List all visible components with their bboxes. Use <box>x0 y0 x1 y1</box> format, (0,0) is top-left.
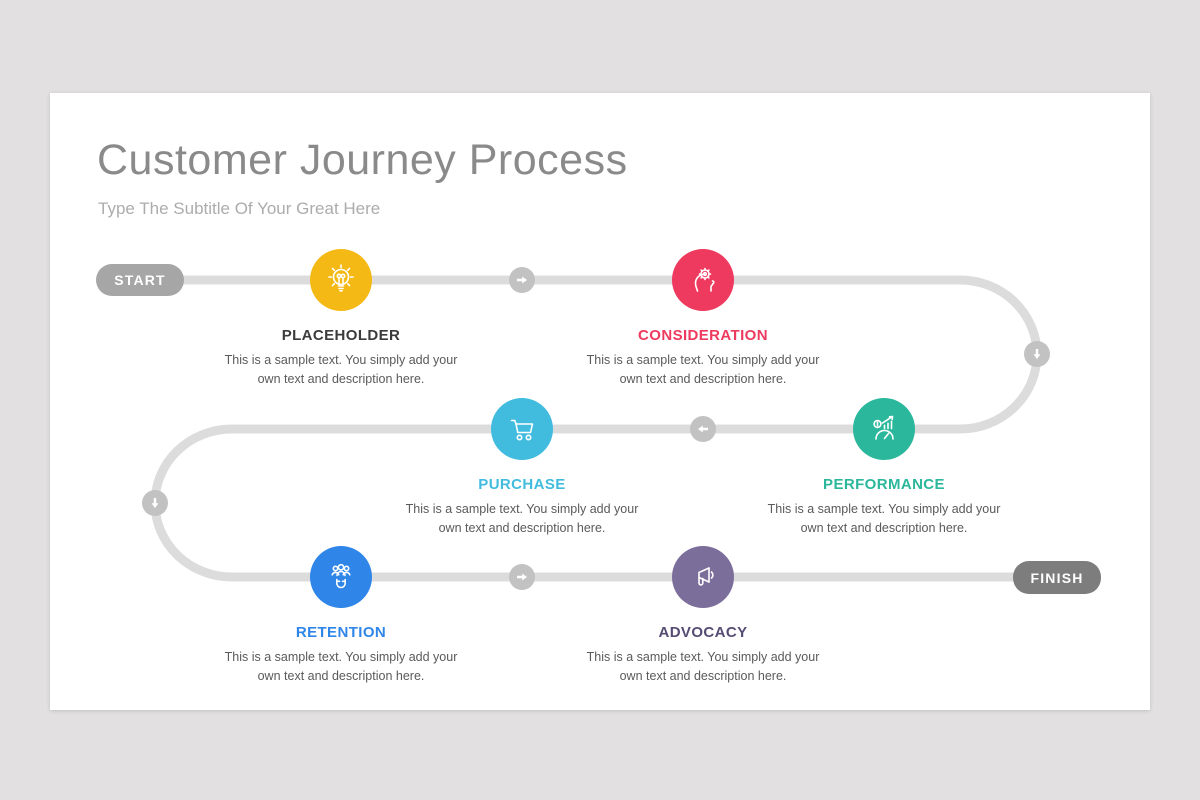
journey-step-placeholder: PLACEHOLDER This is a sample text. You s… <box>216 249 466 389</box>
lightbulb-icon <box>328 264 354 292</box>
step-label: PLACEHOLDER <box>281 327 401 344</box>
shopping-cart-icon <box>510 419 534 441</box>
arrow-down-marker <box>1024 341 1050 367</box>
page-title: Customer Journey Process <box>97 136 628 184</box>
journey-step-consideration: CONSIDERATION This is a sample text. You… <box>578 249 828 389</box>
step-description: This is a sample text. You simply add yo… <box>586 650 820 683</box>
step-circle <box>853 398 915 460</box>
megaphone-icon <box>698 567 714 586</box>
step-circle <box>672 546 734 608</box>
page-subtitle: Type The Subtitle Of Your Great Here <box>98 199 381 218</box>
finish-badge-label: FINISH <box>1030 569 1084 586</box>
step-label: CONSIDERATION <box>638 327 768 344</box>
slide-card <box>50 93 1150 710</box>
people-magnet-icon <box>331 563 351 589</box>
step-label: PURCHASE <box>478 476 566 493</box>
step-description: This is a sample text. You simply add yo… <box>767 502 1001 535</box>
step-label: ADVOCACY <box>658 624 748 641</box>
step-description: This is a sample text. You simply add yo… <box>224 353 458 386</box>
arrow-left-icon <box>698 425 708 433</box>
step-circle <box>310 546 372 608</box>
finish-badge: FINISH <box>1013 561 1101 594</box>
step-description: This is a sample text. You simply add yo… <box>586 353 820 386</box>
step-label: RETENTION <box>295 624 387 641</box>
arrow-right-icon <box>517 276 527 284</box>
arrow-right-icon <box>517 573 527 581</box>
journey-step-advocacy: ADVOCACY This is a sample text. You simp… <box>578 546 828 686</box>
step-description: This is a sample text. You simply add yo… <box>405 502 639 535</box>
journey-step-performance: PERFORMANCE This is a sample text. You s… <box>759 398 1009 538</box>
step-label: PERFORMANCE <box>823 476 945 493</box>
step-circle <box>672 249 734 311</box>
journey-step-retention: RETENTION This is a sample text. You sim… <box>216 546 466 686</box>
start-badge-label: START <box>114 272 166 288</box>
step-circle <box>310 249 372 311</box>
arrow-right-marker <box>509 267 535 293</box>
step-circle <box>491 398 553 460</box>
journey-step-purchase: PURCHASE This is a sample text. You simp… <box>397 398 647 538</box>
step-description: This is a sample text. You simply add yo… <box>224 650 458 683</box>
arrow-down-icon <box>1033 349 1041 359</box>
arrow-left-marker <box>690 416 716 442</box>
start-badge: START <box>96 264 184 296</box>
arrow-down-icon <box>151 498 159 508</box>
head-gear-icon <box>694 267 715 292</box>
arrow-down-marker <box>142 490 168 516</box>
growth-chart-icon <box>873 415 894 440</box>
arrow-right-marker <box>509 564 535 590</box>
